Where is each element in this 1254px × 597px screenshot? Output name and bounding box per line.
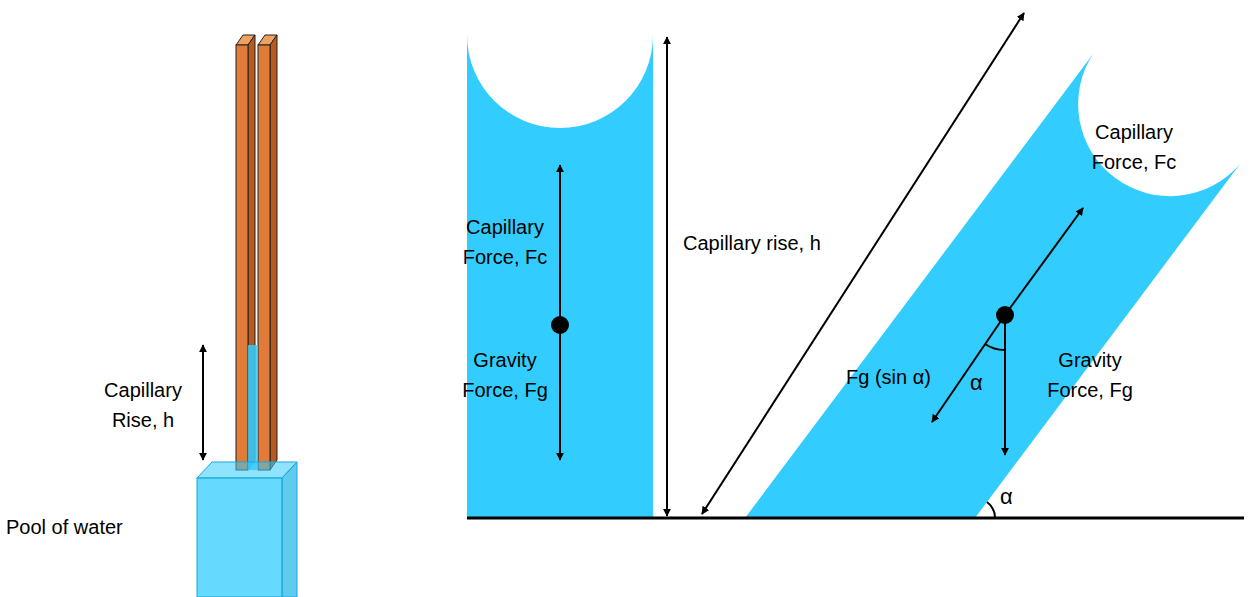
tilted-water-column <box>745 54 1240 518</box>
force-label: Gravity Force, Fg <box>458 345 552 405</box>
water-pool <box>197 462 297 597</box>
gravity-force-arrow <box>559 325 561 460</box>
rise-arrow <box>702 13 1024 514</box>
capillary-force-arrow <box>1005 208 1083 315</box>
force-label: Capillary Force, Fc <box>1084 117 1184 177</box>
risen-water <box>248 345 258 470</box>
copper-plates <box>236 35 277 470</box>
dimension-label: Capillary rise, h <box>683 228 821 258</box>
dimension-label: Capillary Rise, h <box>86 375 200 435</box>
force-point <box>996 306 1014 324</box>
ground-line <box>467 517 1244 520</box>
angle-label: α <box>1000 480 1013 513</box>
gravity-force-arrow <box>1004 315 1006 455</box>
force-point <box>551 316 569 334</box>
capillary-force-arrow <box>559 165 561 325</box>
rise-arrow <box>202 345 204 460</box>
vertical-water-column <box>467 35 653 518</box>
angle-label: α <box>970 366 983 399</box>
force-label: Fg (sin α) <box>846 362 931 392</box>
part-label: Pool of water <box>6 512 123 542</box>
gravity-component-arrow <box>932 315 1005 422</box>
angle-arc <box>987 502 995 518</box>
force-label: Gravity Force, Fg <box>1040 345 1140 405</box>
rise-arrow <box>666 37 668 516</box>
angle-arc <box>985 344 1005 350</box>
force-label: Capillary Force, Fc <box>458 212 552 272</box>
